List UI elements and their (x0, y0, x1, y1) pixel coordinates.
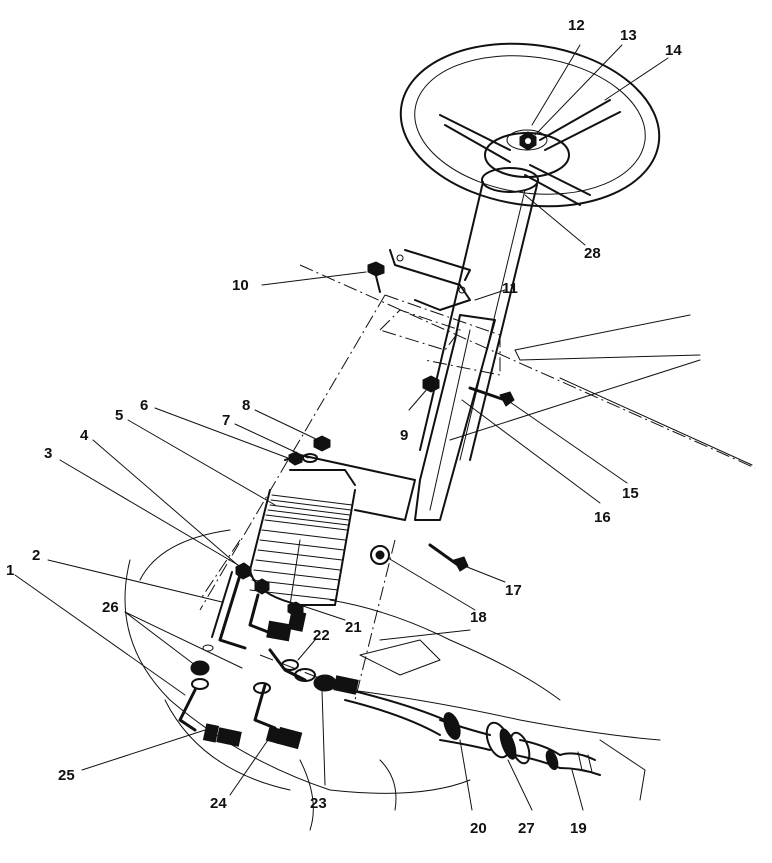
label-part-3: 3 (44, 445, 52, 462)
mounting-bracket (389, 249, 496, 521)
fitting-22 (268, 648, 316, 682)
grommet-18 (370, 545, 390, 565)
hose-end-19 (545, 749, 601, 776)
leader-lines (14, 44, 669, 811)
label-part-13: 13 (620, 27, 637, 44)
label-part-5: 5 (115, 407, 123, 424)
vehicle-body-outline (124, 264, 756, 831)
fitting-4 (254, 578, 270, 595)
label-part-1: 1 (6, 562, 14, 579)
label-part-22: 22 (313, 627, 330, 644)
label-part-18: 18 (470, 609, 487, 626)
label-part-16: 16 (594, 509, 611, 526)
bolt-15 (468, 386, 515, 407)
o-ring-26 (202, 644, 214, 652)
nut-9 (422, 375, 440, 393)
steering-wheel (399, 42, 661, 208)
part-labels: 1 2 3 4 5 6 7 8 9 10 11 12 13 14 15 16 1… (6, 17, 682, 837)
elbow-fitting-2 (211, 571, 247, 650)
washer-7 (302, 453, 318, 463)
gear-housing-ribs (249, 494, 353, 601)
label-part-17: 17 (505, 582, 522, 599)
label-part-9: 9 (400, 427, 408, 444)
label-part-7: 7 (222, 412, 230, 429)
nut-8 (313, 435, 331, 452)
label-part-25: 25 (58, 767, 75, 784)
label-part-28: 28 (584, 245, 601, 262)
elbow-hose-24 (253, 682, 303, 750)
label-part-6: 6 (140, 397, 148, 414)
label-part-14: 14 (665, 42, 682, 59)
label-part-12: 12 (568, 17, 585, 34)
steering-gear-housing (249, 454, 416, 606)
label-part-21: 21 (345, 619, 362, 636)
hose-fitting-21 (248, 593, 307, 642)
phantom-lines (199, 294, 501, 701)
coupling-27 (485, 721, 531, 765)
label-part-24: 24 (210, 795, 227, 812)
label-part-8: 8 (242, 397, 250, 414)
label-part-20: 20 (470, 820, 487, 837)
label-part-19: 19 (570, 820, 587, 837)
label-part-10: 10 (232, 277, 249, 294)
label-part-4: 4 (80, 427, 89, 444)
bolt-17 (428, 543, 469, 572)
label-part-15: 15 (622, 485, 639, 502)
label-part-23: 23 (310, 795, 327, 812)
clamp-20 (443, 712, 461, 740)
label-part-2: 2 (32, 547, 40, 564)
hub-nut (519, 131, 537, 151)
bolt-10 (367, 261, 385, 293)
label-part-27: 27 (518, 820, 535, 837)
elbow-hose-25 (178, 660, 242, 747)
label-part-26: 26 (102, 599, 119, 616)
label-part-11: 11 (502, 280, 518, 297)
steering-column (419, 167, 539, 461)
